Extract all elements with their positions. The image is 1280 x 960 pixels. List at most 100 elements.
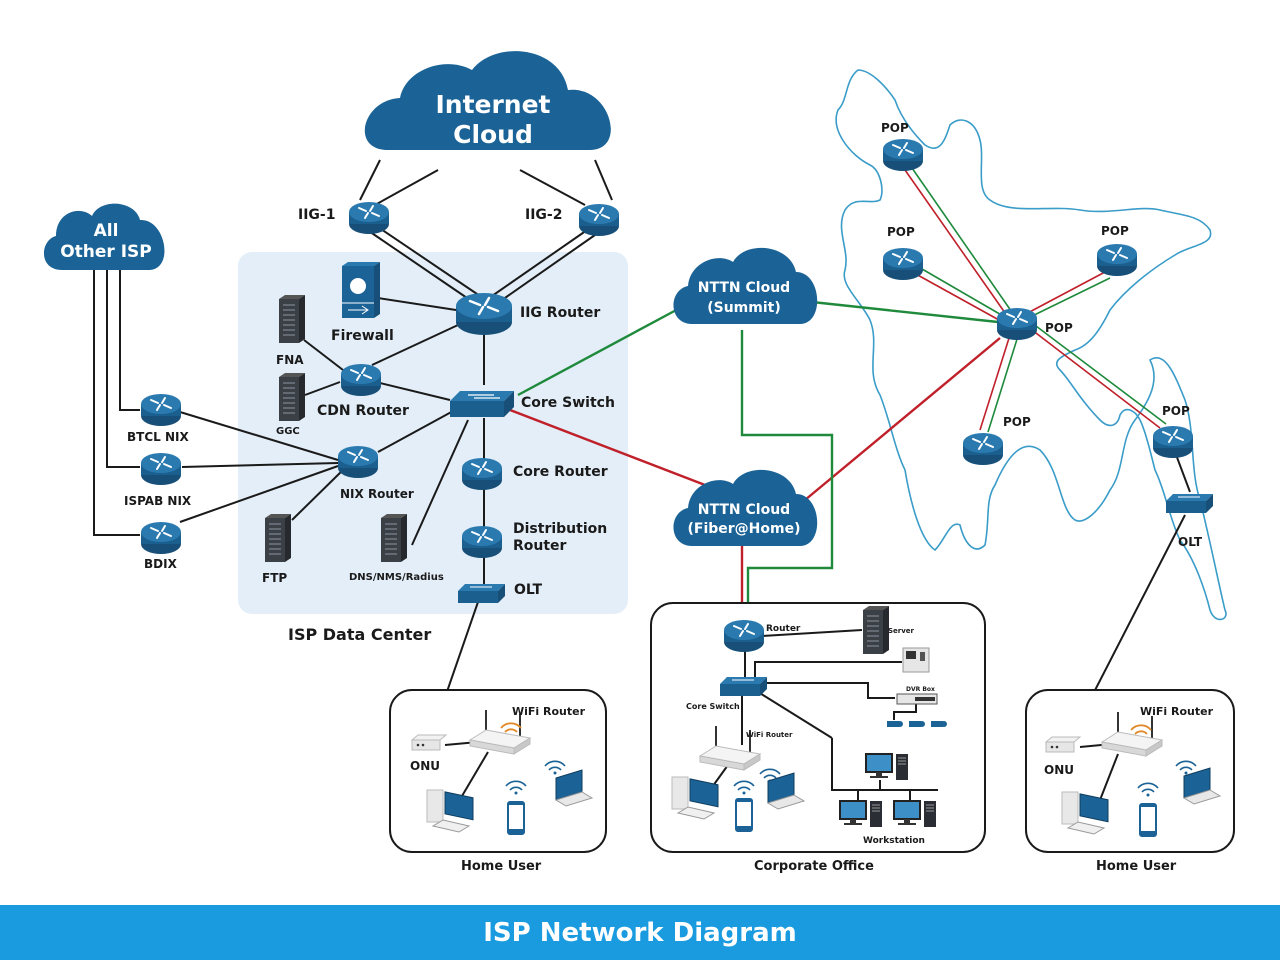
btcl-nix-router-icon: [140, 393, 182, 427]
cctv-camera-icon: [931, 721, 947, 727]
nix-router-label: NIX Router: [340, 487, 414, 501]
dvr-box-icon: [896, 693, 938, 705]
workstation-icon: [893, 800, 937, 828]
diagram-title: ISP Network Diagram: [483, 917, 797, 948]
workstation-icon: [865, 753, 909, 781]
pop-router-icon: [882, 138, 924, 172]
firewall-label: Firewall: [331, 328, 394, 344]
internet-cloud-label-2: Cloud: [453, 120, 533, 149]
dvr-box-label: DVR Box: [906, 686, 935, 693]
desktop-pc-icon: [426, 789, 474, 833]
desktop-pc-icon: [1061, 791, 1109, 835]
wifi-router-label: WiFi Router: [1140, 705, 1214, 718]
datacenter-background: [238, 252, 628, 614]
distribution-router-label-1: Distribution: [513, 521, 607, 537]
fna-server-icon: [278, 294, 306, 344]
nttn-fiber-label-2: (Fiber@Home): [688, 521, 801, 537]
dns-server-icon: [380, 513, 408, 563]
pop-olt-icon: [1165, 493, 1214, 514]
olt-label: OLT: [514, 582, 543, 598]
iig1-label: IIG-1: [298, 207, 335, 223]
nttn-summit-label-1: NTTN Cloud: [698, 280, 790, 296]
ggc-label: GGC: [276, 426, 300, 437]
datacenter-title: ISP Data Center: [288, 625, 431, 644]
iig-router-label: IIG Router: [520, 305, 600, 321]
ispab-nix-router-icon: [140, 452, 182, 486]
other-isp-label-2: Other ISP: [60, 242, 152, 262]
wifi-router-label: WiFi Router: [512, 705, 586, 718]
nttn-summit-label-2: (Summit): [707, 300, 781, 316]
btcl-nix-label: BTCL NIX: [127, 430, 189, 444]
pop-hub-router-icon: [996, 307, 1038, 341]
smartphone-icon: [507, 801, 525, 835]
corporate-server-icon: [862, 605, 890, 655]
olt-icon: [457, 583, 506, 604]
corporate-core-switch-label: Core Switch: [686, 702, 740, 711]
footer-banner: ISP Network Diagram: [0, 905, 1280, 960]
ftp-label: FTP: [262, 571, 287, 585]
internet-cloud-label-1: Internet: [435, 90, 550, 119]
corporate-wifi-router-label: WiFi Router: [746, 731, 793, 739]
other-isp-label-1: All: [94, 221, 119, 241]
ispab-nix-label: ISPAB NIX: [124, 494, 192, 508]
corporate-router-icon: [723, 619, 765, 653]
workstation-icon: [839, 800, 883, 828]
pop-label: POP: [881, 121, 909, 135]
pop-router-icon: [882, 247, 924, 281]
pop-label: POP: [1101, 224, 1129, 238]
firewall-icon: [342, 262, 380, 318]
desktop-pc-icon: [671, 776, 719, 820]
pop-router-icon: [962, 432, 1004, 466]
core-switch-icon: [449, 390, 515, 418]
smartphone-icon: [1139, 803, 1157, 837]
cctv-camera-icon: [887, 721, 903, 727]
green-pop-links: [909, 167, 1167, 433]
fingerprint-attendance-icon: [902, 647, 930, 673]
corporate-server-label: Server: [888, 627, 915, 635]
dns-label: DNS/NMS/Radius: [349, 572, 444, 583]
core-router-icon: [461, 457, 503, 491]
ftp-server-icon: [264, 513, 292, 563]
other-isp-cloud: All Other ISP: [43, 203, 165, 270]
bdix-label: BDIX: [144, 557, 178, 571]
network-diagram: Internet Cloud All Other ISP NTTN Cloud …: [43, 51, 1235, 874]
cctv-camera-icon: [909, 721, 925, 727]
corporate-office-title: Corporate Office: [754, 859, 874, 874]
pop-label: POP: [1045, 321, 1073, 335]
smartphone-icon: [735, 798, 753, 832]
pop-olt-label: OLT: [1178, 535, 1203, 549]
pop-label: POP: [1162, 404, 1190, 418]
pop-router-icon: [1152, 425, 1194, 459]
nttn-fiber-label-1: NTTN Cloud: [698, 502, 790, 518]
core-router-label: Core Router: [513, 464, 608, 480]
corporate-router-label: Router: [766, 624, 801, 634]
iig2-router-icon: [578, 203, 620, 237]
iig-router-icon: [454, 291, 514, 337]
cdn-router-label: CDN Router: [317, 403, 409, 419]
workstation-label: Workstation: [863, 836, 925, 846]
pop-router-icon: [1096, 243, 1138, 277]
coverage-map-outline: [835, 69, 1227, 621]
green-links: [517, 300, 999, 620]
home-user-right-title: Home User: [1096, 859, 1177, 874]
onu-label: ONU: [1044, 763, 1074, 777]
core-switch-label: Core Switch: [521, 395, 615, 411]
fna-label: FNA: [276, 353, 304, 367]
nttn-fiber-cloud: NTTN Cloud (Fiber@Home): [673, 469, 818, 546]
red-pop-links: [904, 169, 1161, 431]
nttn-summit-cloud: NTTN Cloud (Summit): [673, 247, 818, 324]
internet-cloud: Internet Cloud: [364, 51, 611, 150]
nix-router-icon: [337, 445, 379, 479]
iig1-router-icon: [348, 201, 390, 235]
pop-label: POP: [1003, 415, 1031, 429]
corporate-core-switch-icon: [719, 676, 768, 697]
distribution-router-icon: [461, 525, 503, 559]
cdn-router-icon: [340, 363, 382, 397]
onu-label: ONU: [410, 759, 440, 773]
home-user-left-title: Home User: [461, 859, 542, 874]
home-user-left-box: [389, 689, 607, 853]
iig2-label: IIG-2: [525, 207, 562, 223]
pop-label: POP: [887, 225, 915, 239]
distribution-router-label-2: Router: [513, 538, 567, 554]
ggc-server-icon: [278, 372, 306, 422]
